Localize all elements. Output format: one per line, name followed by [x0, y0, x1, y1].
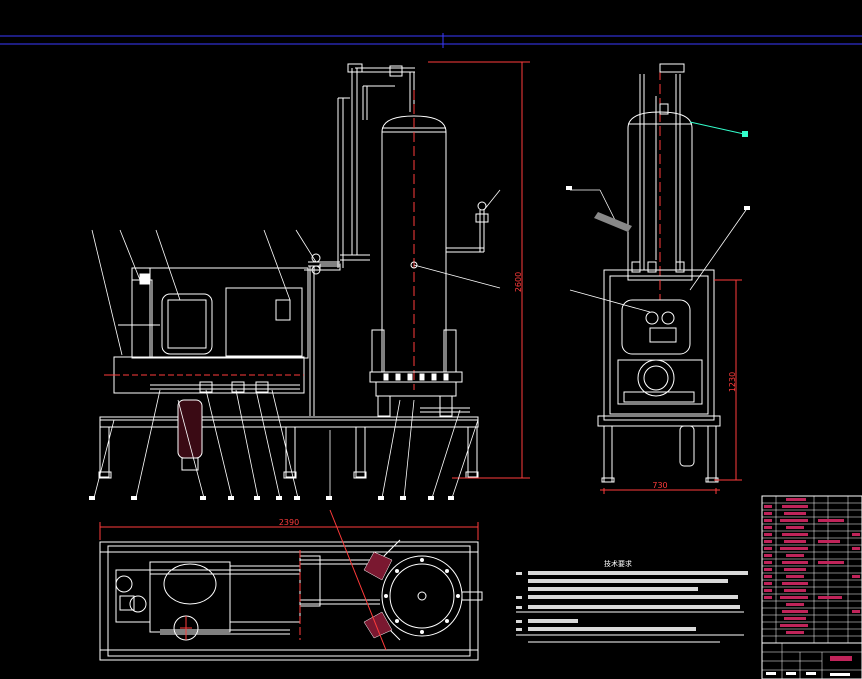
notes-title: 技术要求 [604, 559, 632, 568]
drawing-title-mark [830, 656, 852, 661]
top-base-outline [99, 541, 479, 661]
side-view [597, 63, 721, 483]
compressor-frame [131, 267, 309, 359]
compressor-body [161, 293, 213, 355]
top-hatch [363, 551, 393, 639]
receiver-tank [177, 399, 203, 459]
side-height-dim-text: 1230 [728, 372, 737, 392]
side-width-dim-text: 730 [652, 481, 667, 490]
base-leg [467, 426, 478, 478]
tank-flange-top [381, 555, 463, 637]
side-tag [744, 206, 750, 210]
technical-notes: 技术要求 [516, 559, 748, 643]
base-leg [285, 426, 296, 478]
flange-bolts [383, 373, 449, 381]
green-tag [742, 131, 748, 137]
leader-lines [91, 189, 501, 499]
base-leg [99, 426, 110, 478]
base-beam [99, 416, 479, 428]
side-leaders [569, 189, 747, 313]
top-width-dim-text: 2390 [279, 518, 299, 527]
side-tag [566, 186, 572, 190]
top-flange-bolts [384, 558, 460, 634]
side-dimensions [600, 279, 742, 494]
side-tank [627, 111, 693, 281]
leader-tags [89, 496, 454, 500]
base-leg [355, 426, 366, 478]
parts-list [761, 495, 862, 679]
height-dim-text: 2600 [514, 272, 523, 292]
front-height-dimension [104, 61, 530, 479]
side-frame [603, 269, 715, 421]
side-arrow [594, 212, 632, 232]
front-view [98, 63, 489, 479]
top-dimension [99, 509, 479, 651]
top-view [99, 539, 483, 661]
green-leader [689, 121, 745, 135]
drawing-frame [0, 33, 862, 48]
